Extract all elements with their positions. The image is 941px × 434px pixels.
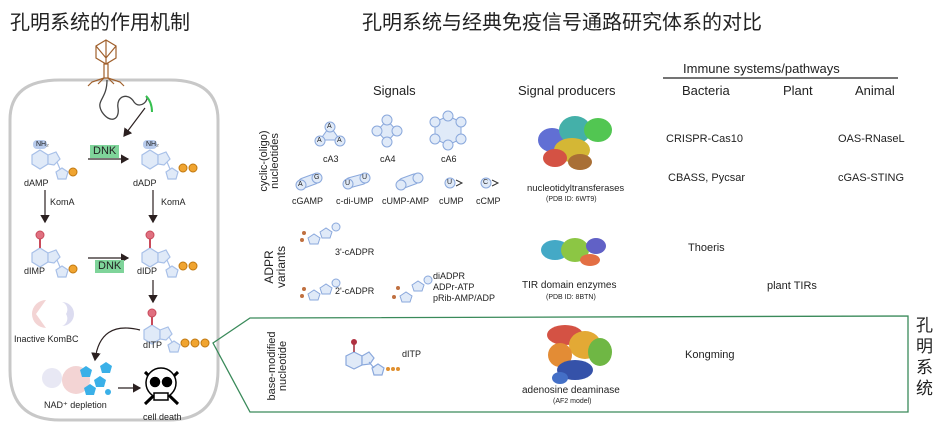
cA6-ring-icon [429,110,467,151]
protein-AF2-structure-icon [547,325,612,384]
signal-cA3: cA3 [323,154,339,164]
signal-2-cADPR: 2'-cADPR [335,286,375,296]
ring-letter: A [327,123,332,130]
producer-note-af2: (AF2 model) [553,398,592,405]
signal-dITP: dITP [402,349,422,359]
cADPR-icons [307,222,433,303]
phage-icon [87,39,125,87]
nh2-label-dadp: NH₂ [146,141,159,148]
right-panel-title: 孔明系统与经典免疫信号通路研究体系的对比 [362,10,762,34]
producer-tir-domain: TIR domain enzymes [522,280,617,291]
nucleotide-dIMP-icon [31,247,69,278]
label-inactive-kombc: Inactive KomBC [14,334,79,344]
cA4-ring-icon [371,114,403,148]
header-plant: Plant [783,83,813,98]
protein-8BTN-structure-icon [541,238,606,266]
label-cell-death: cell death [143,412,182,422]
signal-cA6: cA6 [441,154,457,164]
enzyme-koma-left: KomA [50,197,75,207]
label-dAMP: dAMP [24,178,49,188]
ring-letter: U [362,174,368,181]
nh2-label-damp: NH₂ [36,141,49,148]
row-category-cyclic: cyclic-(oligo)nucleotides [258,130,281,192]
signal-cGAMP: cGAMP [292,196,324,206]
nucleotide-dITP-icon [143,324,181,353]
signal-c-di-UMP: c-di-UMP [336,196,374,206]
signal-cCMP: cCMP [476,196,501,206]
header-immune-systems: Immune systems/pathways [683,61,840,76]
protein-6WT9-structure-icon [538,116,612,170]
label-nad-depletion: NAD⁺ depletion [44,400,107,410]
plant-tirs: plant TIRs [767,280,817,292]
enzyme-koma-right: KomA [161,197,186,207]
producer-note-6wt9: (PDB ID: 6WT9) [546,196,597,203]
nad-depletion-icon [42,362,112,395]
signal-cA4: cA4 [380,154,396,164]
header-signal-producers: Signal producers [518,83,616,98]
nucleotide-dAMP-icon [31,140,69,180]
ring-letter: U [345,180,351,187]
header-bacteria: Bacteria [682,83,730,98]
signal-cUMP-AMP: cUMP-AMP [382,196,429,206]
signal-3-cADPR: 3'-cADPR [335,247,375,257]
ring-letter: A [337,137,342,144]
cA3-ring-icon [314,121,346,147]
enzyme-dnk-top: DNK [90,145,120,158]
inactive-kombc-icon [32,300,74,328]
producer-adenosine-deaminase: adenosine deaminase [522,385,620,396]
ring-letter: C [483,179,489,186]
left-panel-title: 孔明系统的作用机制 [10,10,190,34]
ring-letter: A [317,137,322,144]
producer-note-8btn: (PDB ID: 8BTN) [546,294,596,301]
signal-group-adpr: diADPR ADPr-ATP pRib-AMP/ADP [433,271,496,303]
cyclic-dinucleotide-icons [295,172,492,191]
bacteria-thoeris: Thoeris [688,242,725,254]
signal-cUMP: cUMP [439,196,464,206]
phage-dna [99,79,148,120]
animal-oas-rnasel: OAS-RNaseL [838,133,905,145]
label-dIDP: dIDP [137,266,158,276]
ring-letter: G [314,174,320,181]
label-dITP: dITP [143,340,163,350]
skull-cell-death-icon [143,367,180,406]
dITP-structure-icon [345,351,385,376]
animal-cgas-sting: cGAS-STING [838,172,905,184]
label-dIMP: dIMP [24,266,46,276]
ring-letter: A [298,181,303,188]
header-animal: Animal [855,83,895,98]
label-dADP: dADP [133,178,157,188]
kongming-highlight-frame [212,315,909,413]
producer-nucleotidyltransferases: nucleotidyltransferases [527,183,625,194]
side-label-kongming: 孔 明 系 统 [916,316,933,399]
ring-letter: U [447,179,453,186]
bacteria-crispr-cas10: CRISPR-Cas10 [666,133,744,145]
bacteria-kongming: Kongming [685,349,735,361]
nucleotide-dIDP-icon [141,247,179,278]
bacteria-cbass-pycsar: CBASS, Pycsar [668,172,746,184]
nucleotide-dADP-icon [141,140,179,180]
bacterial-cell-outline [8,78,220,422]
enzyme-dnk-bottom: DNK [95,260,125,273]
header-signals: Signals [373,83,416,98]
